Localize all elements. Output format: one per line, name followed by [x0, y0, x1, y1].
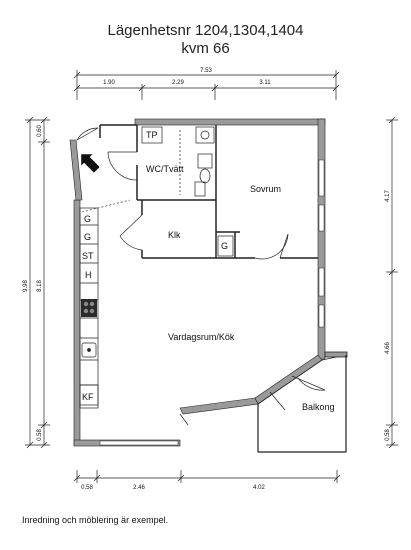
dim-bottom-seg-2: 2.46	[133, 485, 145, 491]
dim-top-seg-1: 1.90	[103, 80, 115, 86]
entrance-arrow-icon	[81, 154, 100, 173]
dim-right-lower: 4.66	[385, 342, 391, 354]
tp-label: TP	[146, 130, 158, 140]
fixture-kf: KF	[82, 392, 94, 402]
windows	[99, 159, 325, 446]
interior-walls	[99, 124, 318, 259]
dim-right-upper: 4.17	[385, 190, 391, 202]
fixture-g-1: G	[84, 214, 91, 224]
balcony	[257, 351, 348, 453]
sink	[195, 126, 215, 144]
disclaimer-note: Inredning och möblering är exempel.	[22, 515, 169, 525]
room-label-vardagsrum: Vardagsrum/Kök	[168, 332, 235, 342]
washer-tp	[141, 126, 163, 144]
toilet	[197, 153, 213, 169]
dim-left-total: 9.98	[23, 280, 29, 292]
exterior-walls	[69, 118, 326, 447]
top-dimensions	[73, 70, 340, 100]
left-dimensions	[25, 116, 50, 449]
fixture-g-2: G	[84, 232, 91, 242]
right-dimensions	[386, 116, 398, 449]
doors	[76, 127, 326, 426]
room-label-sovrum: Sovrum	[250, 184, 281, 194]
area-label: kvm 66	[181, 40, 230, 57]
dim-bottom-seg-3: 4.02	[253, 485, 265, 491]
bathroom-fixtures	[141, 126, 215, 197]
room-label-wc: WC/Tvätt	[146, 164, 184, 174]
dim-left-bottom: 0.58	[37, 429, 43, 441]
dim-bottom-seg-1: 0.58	[81, 485, 93, 491]
room-label-klk: Klk	[168, 230, 181, 240]
dim-left-inner: 8.18	[37, 280, 43, 292]
kitchen-counter	[79, 207, 99, 409]
bedroom-closet-label: G	[221, 241, 228, 251]
dim-left-top: 0.60	[37, 125, 43, 137]
stove-icon	[81, 299, 97, 317]
fixture-st: ST	[82, 251, 94, 261]
bottom-dimensions	[73, 470, 341, 483]
dim-top-seg-3: 3.11	[259, 80, 271, 86]
fixture-h: H	[85, 270, 92, 280]
room-label-balkong: Balkong	[302, 402, 335, 412]
dim-top-total: 7.53	[200, 68, 212, 74]
plan-title: Lägenhetsnr 1204,1304,1404	[107, 22, 304, 39]
bedroom-closet	[217, 235, 234, 257]
hallway-dashed-line	[81, 199, 131, 213]
kitchen-sink-icon	[81, 342, 97, 358]
dim-top-seg-2: 2.29	[172, 80, 184, 86]
dim-right-bottom: 0.58	[385, 429, 391, 441]
